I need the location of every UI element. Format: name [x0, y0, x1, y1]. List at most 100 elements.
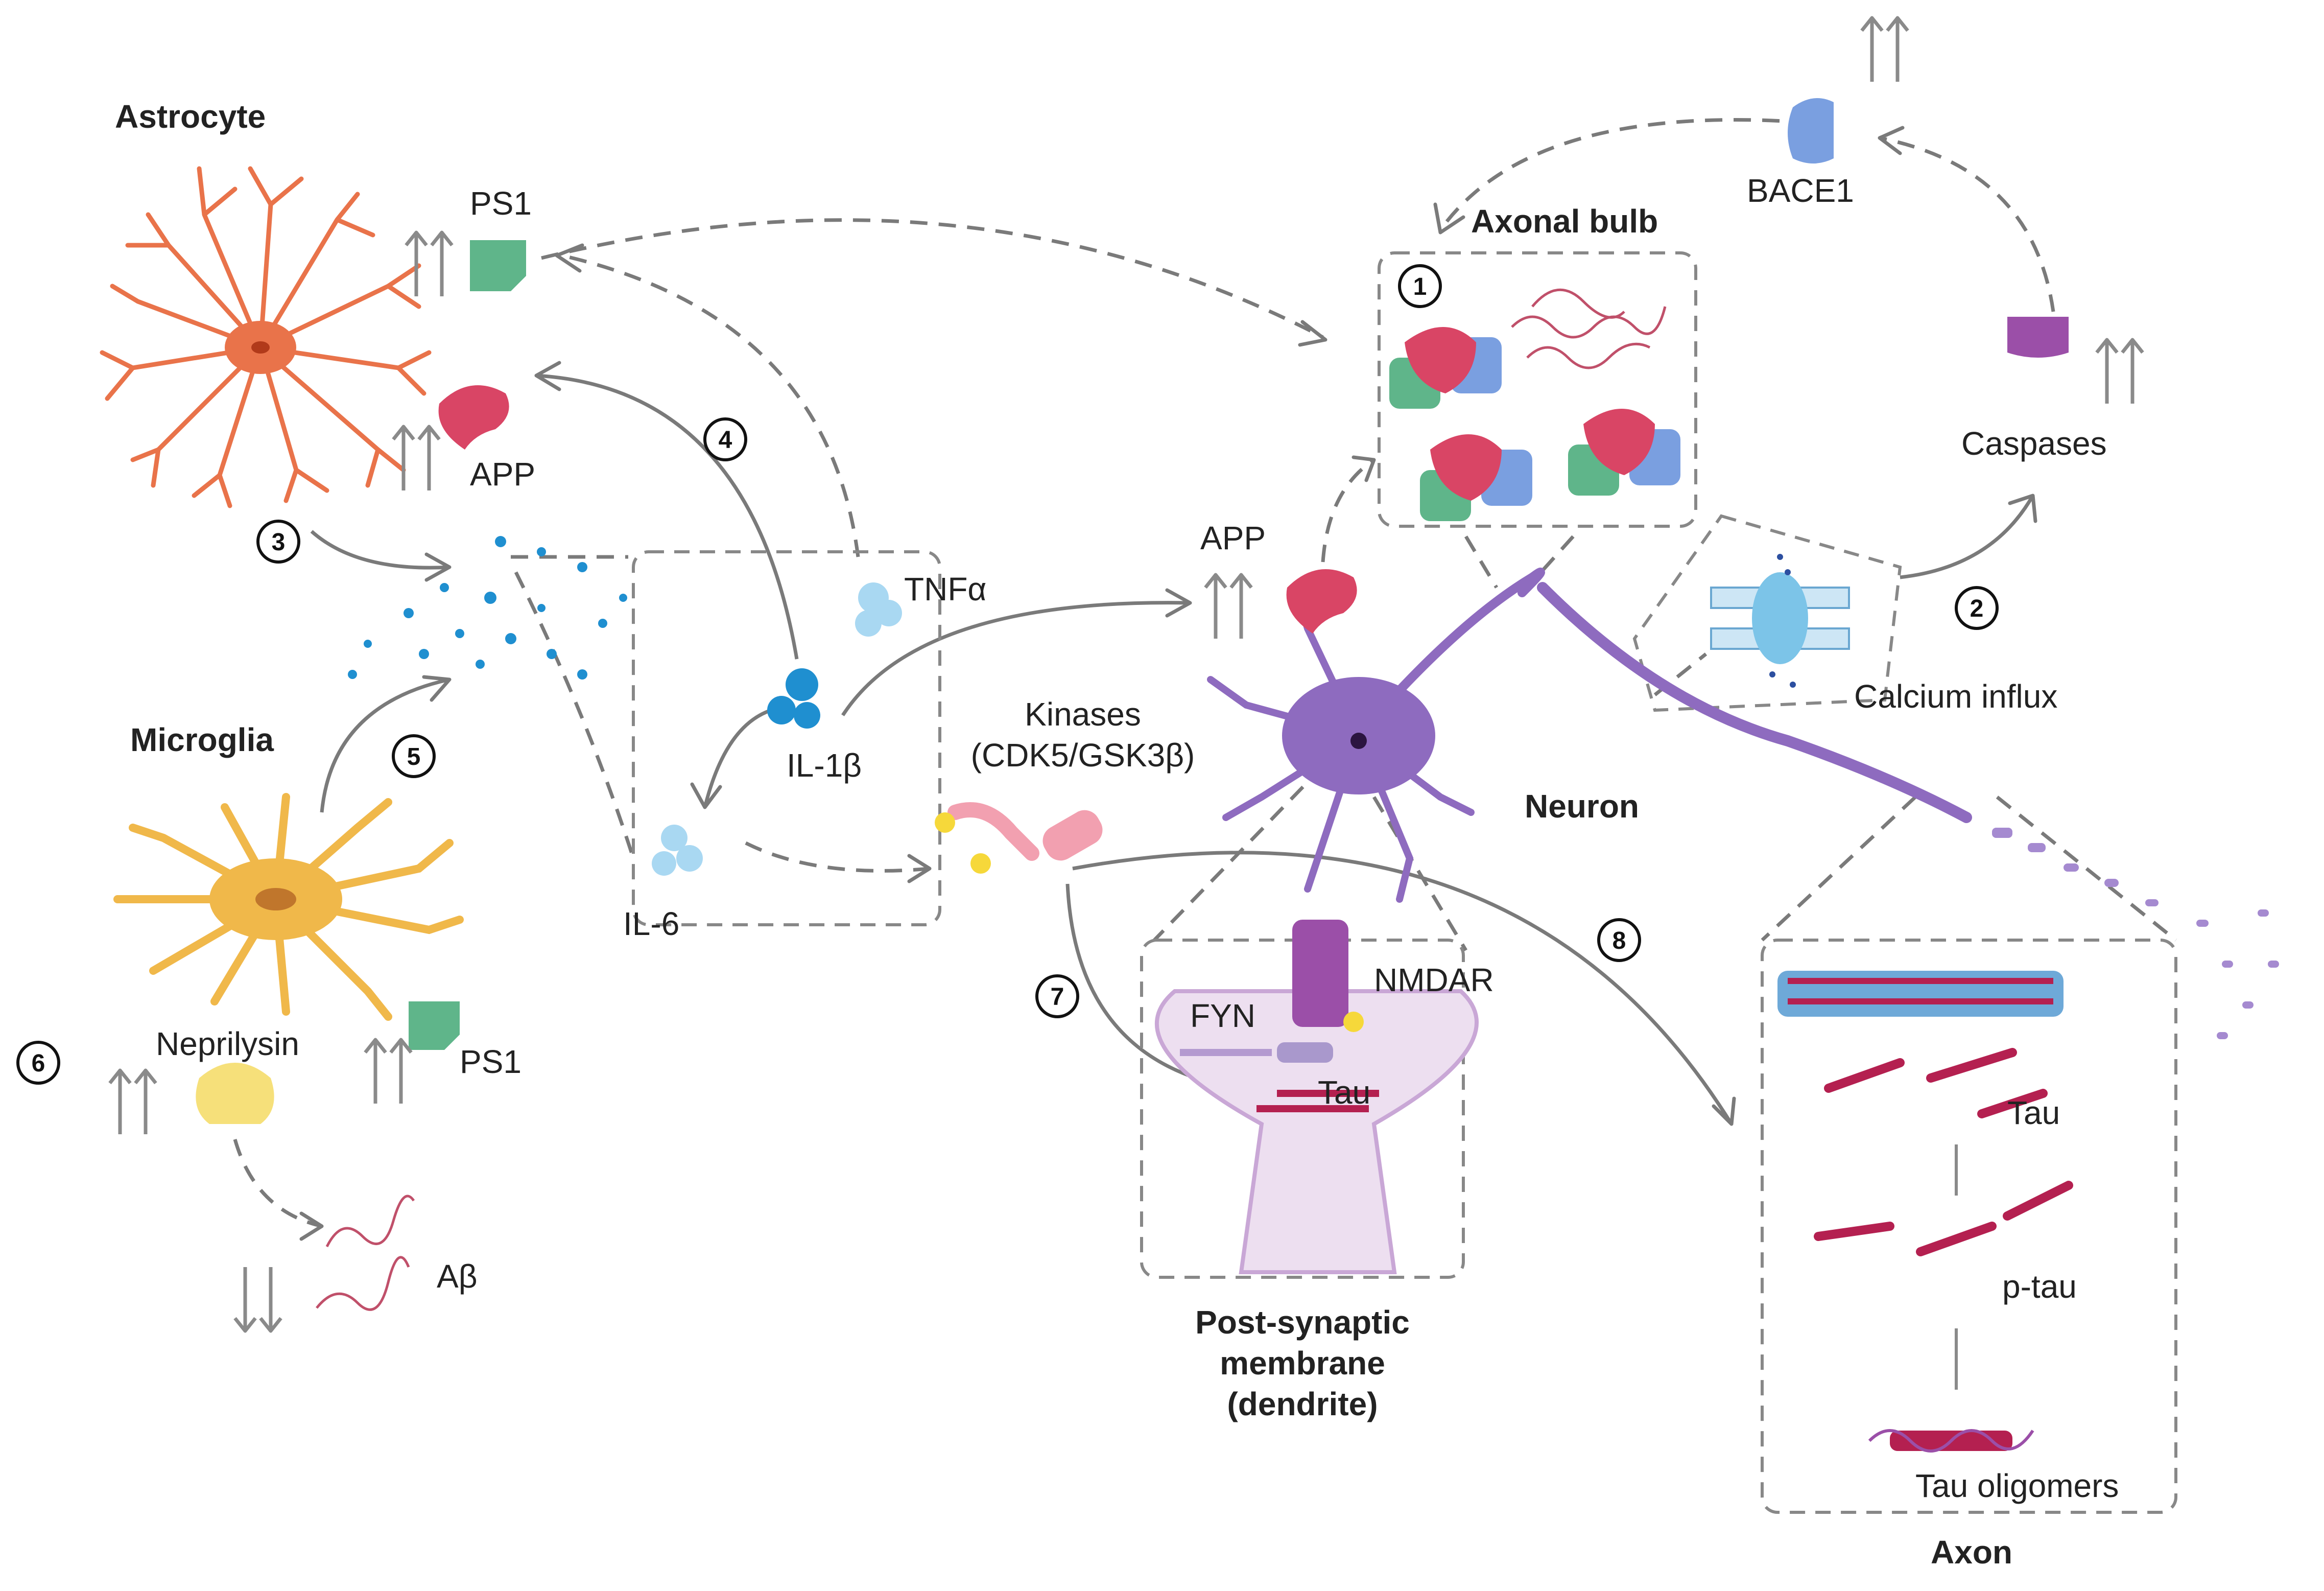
app-to-axonal-bulb-arrow [1321, 458, 1375, 563]
ps1-bottom-label: PS1 [460, 1043, 521, 1080]
step-8-badge: 8 [1597, 918, 1641, 962]
tnfa-icon [855, 582, 902, 637]
zoom-line-dendrite-left [1153, 765, 1324, 942]
post-synaptic-label-line3: (dendrite) [1227, 1386, 1378, 1422]
step-7-badge: 7 [1035, 974, 1079, 1018]
astrocyte-cell [100, 166, 432, 508]
step-markers: 1 2 3 4 5 6 7 8 [16, 264, 1999, 1085]
zoom-line-axon-right [1996, 796, 2177, 942]
bace1-icon [1788, 98, 1834, 163]
step-5-badge: 5 [392, 734, 436, 778]
il6-label: IL-6 [623, 905, 679, 942]
il6-icon [652, 825, 703, 876]
tau-axon-label: Tau [2007, 1094, 2060, 1131]
il1b-label: IL-1β [787, 747, 862, 784]
ps1-top-label: PS1 [470, 185, 532, 222]
dendrite-box [1140, 939, 1465, 1279]
ps1-top-icon [470, 240, 526, 291]
neuron-nucleus [1350, 733, 1367, 749]
kinases-to-axon-arrow [1072, 851, 1733, 1125]
caspases-to-bace1-arrow [1879, 136, 2055, 312]
caspases-icon [2007, 317, 2069, 358]
dendrite-spine [1154, 920, 1479, 1274]
bace1-to-axonal-bulb-arrow [1439, 118, 1809, 231]
cytokine-dash-1 [514, 571, 635, 859]
microtubule-icon [1777, 971, 2064, 1017]
fyn-icon [1277, 1042, 1333, 1063]
cytokine-box [632, 550, 941, 926]
calcium-channel-box [1632, 514, 1902, 712]
microglia-nucleus [255, 888, 296, 910]
kinases-label-line1: Kinases [1025, 696, 1141, 733]
tau-oligomers-icon [1868, 1429, 2034, 1453]
p-tau-label: p-tau [2002, 1268, 2077, 1305]
il6-to-kinases-arrow [745, 841, 930, 873]
neprilysin-icon [196, 1063, 274, 1124]
il1b-to-neuron-app-arrow [841, 601, 1191, 716]
caspases-label: Caspases [1961, 425, 2107, 462]
tau-oligomers-label: Tau oligomers [1915, 1467, 2119, 1504]
axon-label: Axon [1931, 1534, 2012, 1571]
neprilysin-label: Neprilysin [156, 1025, 299, 1062]
tnfa-to-ps1-arrow [561, 253, 860, 557]
p-tau-icon [1814, 1181, 2073, 1256]
step-2-badge: 2 [1955, 586, 1999, 630]
il1b-to-app-arrow [536, 373, 799, 660]
neprilysin-to-abeta-arrow [233, 1139, 322, 1228]
svg-text:7: 7 [1051, 984, 1064, 1011]
nmdar-label: NMDAR [1374, 962, 1494, 998]
axonal-bulb-clusters [1389, 288, 1680, 521]
app-neuron-icon [1286, 569, 1357, 634]
astrocyte-label: Astrocyte [115, 98, 266, 135]
app-left-icon [438, 385, 509, 450]
il1b-to-il6-arrow [703, 708, 772, 808]
astrocyte-to-cytokines-arrow [310, 530, 450, 570]
calcium-influx-label: Calcium influx [1854, 678, 2057, 715]
svg-text:4: 4 [719, 427, 732, 454]
axonal-bulb-box [1378, 251, 1697, 528]
tau-dendrite-icon [1256, 1090, 1379, 1112]
svg-text:1: 1 [1413, 273, 1427, 300]
il1b-icon [767, 668, 820, 729]
svg-text:5: 5 [407, 743, 421, 770]
abeta-label: Aβ [437, 1258, 478, 1295]
kinases-icon [935, 802, 1103, 874]
app-left-label: APP [470, 456, 535, 493]
svg-text:6: 6 [32, 1050, 45, 1077]
downregulation-arrows [233, 1267, 282, 1333]
kinases-label-line2: (CDK5/GSK3β) [971, 737, 1195, 774]
connectors [233, 118, 2177, 1241]
microglia-label: Microglia [130, 721, 274, 758]
ps1-to-axonal-bulb-arrow [541, 218, 1324, 339]
step-3-badge: 3 [256, 520, 300, 564]
app-neuron-label: APP [1200, 520, 1266, 556]
zoom-line-dendrite-right [1372, 796, 1468, 951]
microglia-to-cytokines-arrow [320, 677, 450, 813]
tnfa-label: TNFα [904, 571, 986, 607]
tau-dendrite-label: Tau [1318, 1074, 1370, 1111]
calcium-to-caspases-arrow [1900, 495, 2035, 579]
tau-axon-icon [1824, 1048, 2048, 1118]
step-6-badge: 6 [16, 1041, 60, 1085]
nmdar-icon [1292, 920, 1348, 1027]
bace1-label: BACE1 [1747, 172, 1854, 209]
calcium-channel-icon [1710, 554, 1850, 688]
axon-fragments [1992, 828, 2279, 1039]
post-synaptic-label-line2: membrane [1220, 1345, 1385, 1382]
axon-box [1761, 939, 2177, 1514]
fyn-label: FYN [1190, 997, 1255, 1034]
svg-text:2: 2 [1970, 595, 1984, 622]
cytokine-dots [348, 536, 627, 680]
post-synaptic-label-line1: Post-synaptic [1195, 1304, 1410, 1341]
astrocyte-nucleus [251, 341, 270, 354]
svg-text:8: 8 [1612, 927, 1626, 954]
upregulation-heads [108, 16, 2144, 1085]
ps1-bottom-icon [409, 1001, 460, 1050]
step-1-badge: 1 [1398, 264, 1442, 308]
abeta-icon [316, 1195, 415, 1311]
upregulation-arrows [118, 20, 2135, 1134]
axonal-bulb-label: Axonal bulb [1471, 203, 1658, 240]
zoom-line-axon-left [1761, 796, 1917, 942]
neuron-label: Neuron [1525, 788, 1639, 825]
